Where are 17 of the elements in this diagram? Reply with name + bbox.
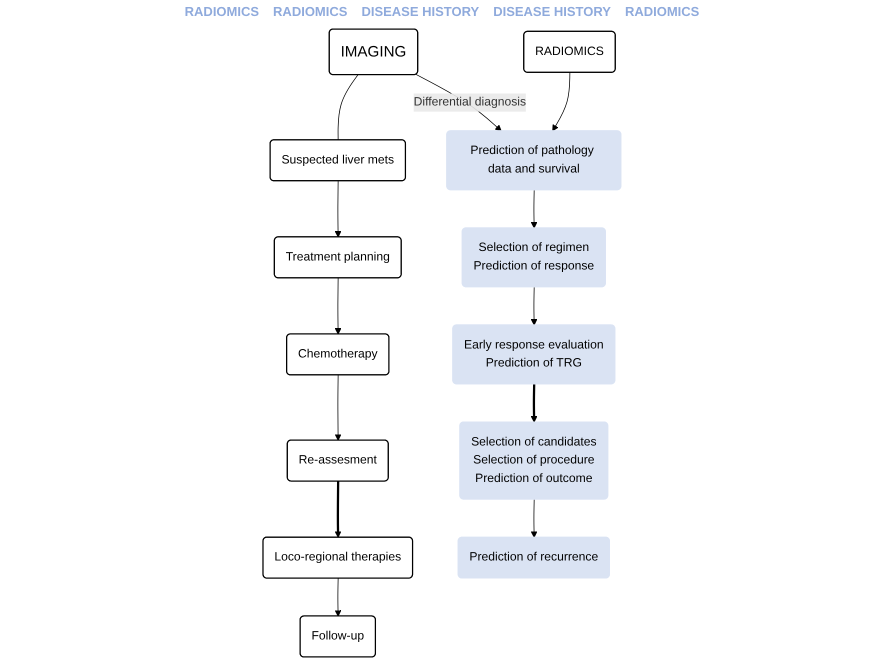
arrow — [530, 384, 538, 423]
ring-label: RADIOMICS — [273, 4, 348, 19]
arrow — [530, 286, 538, 326]
arrow — [334, 374, 342, 441]
arrow — [530, 499, 538, 538]
ring-label: RADIOMICS — [184, 4, 260, 19]
arrow — [530, 190, 538, 228]
edge-label: Differential diagnosis — [414, 96, 526, 109]
arrow — [334, 578, 342, 617]
arrow — [334, 278, 342, 335]
arrow — [552, 72, 570, 132]
arrow — [334, 481, 342, 538]
ring-label: DISEASE HISTORY — [493, 4, 611, 19]
ring-label: RADIOMICS — [624, 4, 700, 19]
ring-label: DISEASE HISTORY — [361, 4, 480, 19]
connector — [338, 74, 358, 141]
arrow — [334, 180, 342, 238]
